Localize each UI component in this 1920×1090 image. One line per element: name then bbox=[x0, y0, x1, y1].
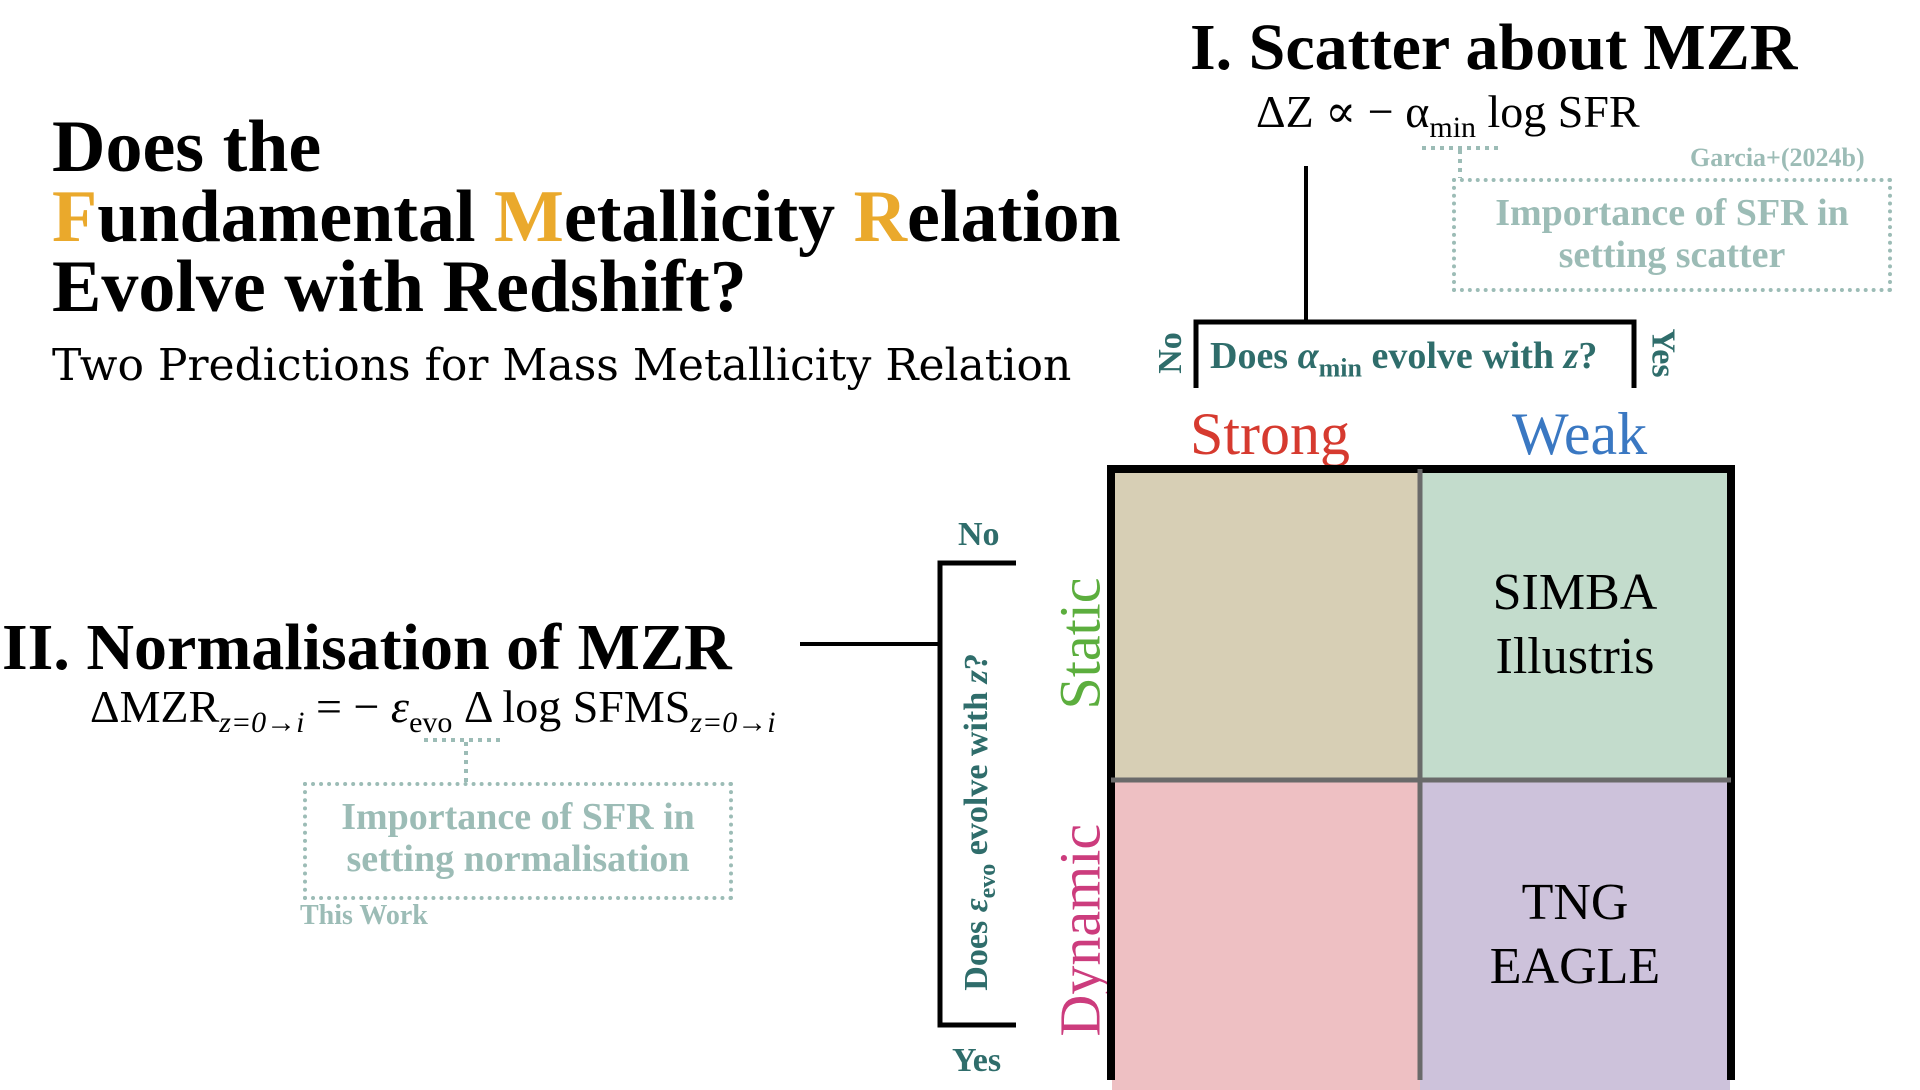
main-title: Does the Fundamental Metallicity Relatio… bbox=[52, 106, 1121, 328]
subtitle: Two Predictions for Mass Metallicity Rel… bbox=[52, 340, 1072, 391]
section1-formula: ΔZ ∝ − αmin log SFR bbox=[1256, 84, 1640, 145]
cell-dynamic-weak-text: TNG EAGLE bbox=[1490, 871, 1660, 999]
section2-no-label: No bbox=[958, 516, 1000, 553]
section2-heading: II. Normalisation of MZR bbox=[2, 611, 732, 684]
section1-citation: Garcia+(2024b) bbox=[1690, 143, 1865, 172]
model-eagle: EAGLE bbox=[1489, 938, 1661, 995]
section1-question: Does αmin evolve with z? bbox=[1210, 334, 1597, 384]
s1-q-pre: Does bbox=[1210, 335, 1298, 377]
s2-f-a-sub: z=0→i bbox=[219, 706, 305, 740]
s2-f-a: ΔMZR bbox=[90, 681, 220, 732]
section2-bracket bbox=[937, 560, 1016, 1028]
cell-dynamic-weak: TNG EAGLE bbox=[1420, 780, 1730, 1090]
s1-q-post: evolve with bbox=[1361, 335, 1564, 377]
s2-f-c-sub: z=0→i bbox=[690, 706, 776, 740]
s2-f-eps: ε bbox=[390, 681, 410, 732]
model-illustris: Illustris bbox=[1495, 628, 1655, 685]
section2-note-box: Importance of SFR in setting normalisati… bbox=[303, 782, 733, 900]
s1-q-alpha: α bbox=[1297, 335, 1319, 377]
section1-note-box: Importance of SFR in setting scatter bbox=[1452, 178, 1892, 292]
model-tng: TNG bbox=[1521, 874, 1629, 931]
title-f-rest: undamental bbox=[97, 176, 495, 258]
section1-heading: I. Scatter about MZR bbox=[1190, 11, 1798, 84]
section1-formula-sub: min bbox=[1429, 111, 1477, 145]
column-weak-label: Weak bbox=[1512, 401, 1648, 467]
s1-q-sub: min bbox=[1318, 353, 1362, 383]
section1-bracket bbox=[1193, 319, 1637, 388]
section1-formula-right: log SFR bbox=[1476, 86, 1640, 137]
title-line-3: Evolve with Redshift? bbox=[52, 246, 747, 328]
model-simba: SIMBA bbox=[1492, 564, 1658, 621]
cell-static-weak-text: SIMBA Illustris bbox=[1493, 561, 1658, 689]
title-line-2: Fundamental Metallicity Relation bbox=[52, 180, 1121, 254]
s1-q-end: ? bbox=[1578, 335, 1598, 377]
title-m-letter: M bbox=[494, 176, 564, 258]
section1-formula-left: ΔZ ∝ − α bbox=[1256, 86, 1430, 137]
title-m-rest: etallicity bbox=[563, 176, 854, 258]
title-r-rest: elation bbox=[907, 176, 1121, 258]
section2-yes-label: Yes bbox=[952, 1042, 1002, 1079]
s2-f-c: Δ log SFMS bbox=[452, 681, 691, 732]
s2-f-b: = − bbox=[304, 681, 391, 732]
title-line-1: Does the bbox=[52, 106, 322, 188]
title-r-letter: R bbox=[853, 176, 908, 258]
cell-static-weak: SIMBA Illustris bbox=[1420, 470, 1730, 780]
column-strong-label: Strong bbox=[1190, 401, 1351, 467]
title-f-letter: F bbox=[52, 176, 98, 258]
section2-citation: This Work bbox=[300, 900, 428, 931]
s2-f-eps-sub: evo bbox=[409, 706, 453, 740]
cell-dynamic-strong bbox=[1112, 780, 1420, 1090]
section2-formula: ΔMZRz=0→i = − εevo Δ log SFMSz=0→i bbox=[90, 680, 776, 740]
s1-q-z: z bbox=[1563, 335, 1579, 377]
cell-static-strong bbox=[1112, 470, 1420, 780]
